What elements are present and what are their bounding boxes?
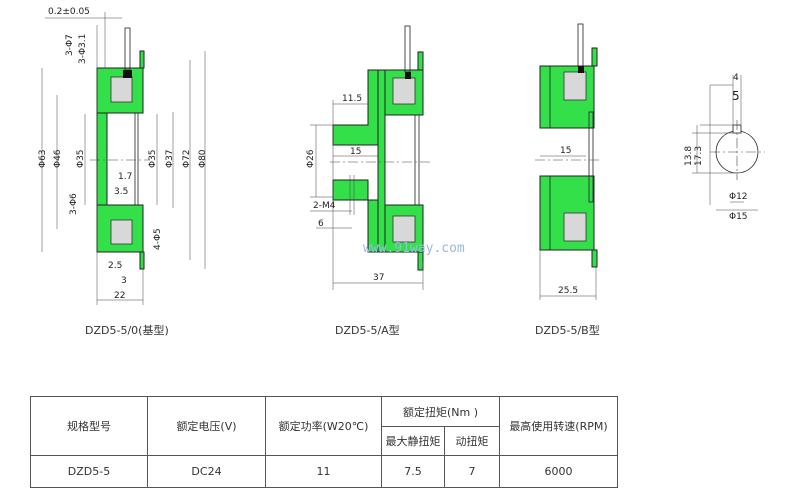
flange-top: [139, 50, 145, 69]
dim-label: Φ35: [148, 149, 158, 168]
dim-label: 3-Φ3.1: [78, 34, 88, 64]
table-row: DZD5-5 DC24 11 7.5 7 6000: [30, 455, 618, 488]
header-speed: 最高使用转速(RPM): [499, 396, 618, 456]
dimension-lines: [692, 75, 758, 211]
wire-seal: [578, 66, 584, 73]
header-voltage: 额定电压(V): [147, 396, 266, 456]
lead-wire: [577, 23, 584, 67]
dim-label: 15: [350, 147, 361, 157]
watermark: www.91way.com: [363, 241, 465, 256]
coil-lower: [563, 212, 587, 242]
dim-label: Φ72: [182, 149, 192, 168]
dim-label: 11.5: [342, 94, 362, 104]
coil-upper: [110, 76, 133, 103]
dim-label: 5: [732, 89, 740, 103]
caption-a: DZD5-5/A型: [335, 323, 400, 337]
lead-wire: [124, 27, 131, 71]
friction-plate: [414, 114, 420, 206]
coil-upper: [563, 71, 587, 101]
cell-power: 11: [265, 455, 382, 488]
dim-label: Φ35: [76, 149, 86, 168]
dim-label: 1.7: [118, 172, 132, 182]
dim-label: 22: [114, 291, 125, 301]
spec-table: 规格型号 额定电压(V) 额定功率(W20℃) 额定扭矩(Nm ) 最高使用转速…: [30, 396, 618, 488]
dim-tolerance: 0.2±0.05: [48, 7, 90, 17]
dim-label: 4-Φ5: [153, 228, 163, 250]
dim-label: 17.3: [694, 146, 704, 166]
dim-label: 13.8: [684, 146, 694, 166]
armature: [96, 112, 108, 206]
header-torque: 额定扭矩(Nm ): [381, 396, 500, 427]
technical-drawings: 0.2±0.05 3-Φ7 3-Φ3.1 Φ63 Φ46 Φ35 Φ35 Φ37…: [38, 7, 765, 337]
dim-label: Φ12: [729, 192, 748, 202]
flange-bottom: [139, 251, 145, 270]
dimension-lines: [310, 100, 424, 290]
cell-dynamic-torque: 7: [444, 455, 500, 488]
caption-base: DZD5-5/0(基型): [85, 323, 169, 337]
subheader-static-torque: 最大静扭矩: [381, 426, 445, 456]
dim-label: 4: [733, 73, 739, 83]
drawing-a: 11.5 Φ26 15 2-M4 6 37 www.91way.com DZD5…: [306, 25, 465, 337]
dim-label: 6: [318, 219, 324, 229]
dim-label: Φ26: [306, 149, 316, 168]
dim-label: Φ46: [53, 149, 63, 168]
cell-static-torque: 7.5: [381, 455, 445, 488]
cell-model: DZD5-5: [30, 455, 148, 488]
header-model: 规格型号: [30, 396, 148, 456]
coil-upper: [392, 77, 416, 105]
dim-label: 3: [121, 276, 127, 286]
dim-label: 2-M4: [313, 201, 336, 211]
dim-label: Φ15: [729, 212, 748, 222]
wire-seal: [123, 70, 132, 78]
header-power: 额定功率(W20℃): [265, 396, 382, 456]
dim-label: 25.5: [558, 286, 578, 296]
dimension-lines: [41, 12, 206, 305]
dim-label: 37: [373, 273, 384, 283]
friction-plate: [588, 111, 594, 203]
dim-label: Φ80: [198, 149, 208, 168]
dim-label: 2.5: [108, 261, 122, 271]
dim-label: 3-Φ7: [65, 34, 75, 56]
dim-label: 3-Φ6: [69, 193, 79, 215]
cell-voltage: DC24: [147, 455, 266, 488]
lead-wire: [404, 25, 411, 73]
dimension-lines: [539, 155, 597, 300]
flange-bottom: [417, 251, 424, 271]
dim-label: Φ63: [38, 149, 48, 168]
coil-lower: [392, 215, 416, 243]
drawing-base: 0.2±0.05 3-Φ7 3-Φ3.1 Φ63 Φ46 Φ35 Φ35 Φ37…: [38, 7, 208, 337]
flange-top: [591, 47, 598, 67]
drawing-b: 15 25.5 DZD5-5/B型: [535, 23, 600, 337]
subheader-dynamic-torque: 动扭矩: [444, 426, 500, 456]
dim-label: 15: [560, 146, 571, 156]
cell-speed: 6000: [499, 455, 618, 488]
flange-bottom: [591, 249, 598, 268]
flange-top: [417, 51, 424, 71]
caption-b: DZD5-5/B型: [535, 323, 600, 337]
keyway-drawing: 4 5 13.8 17.3 Φ12 Φ15: [684, 73, 765, 222]
dim-label: 3.5: [114, 187, 128, 197]
coil-lower: [110, 219, 133, 245]
wire-seal: [405, 72, 411, 79]
dim-label: Φ37: [165, 149, 175, 168]
armature: [377, 69, 386, 253]
